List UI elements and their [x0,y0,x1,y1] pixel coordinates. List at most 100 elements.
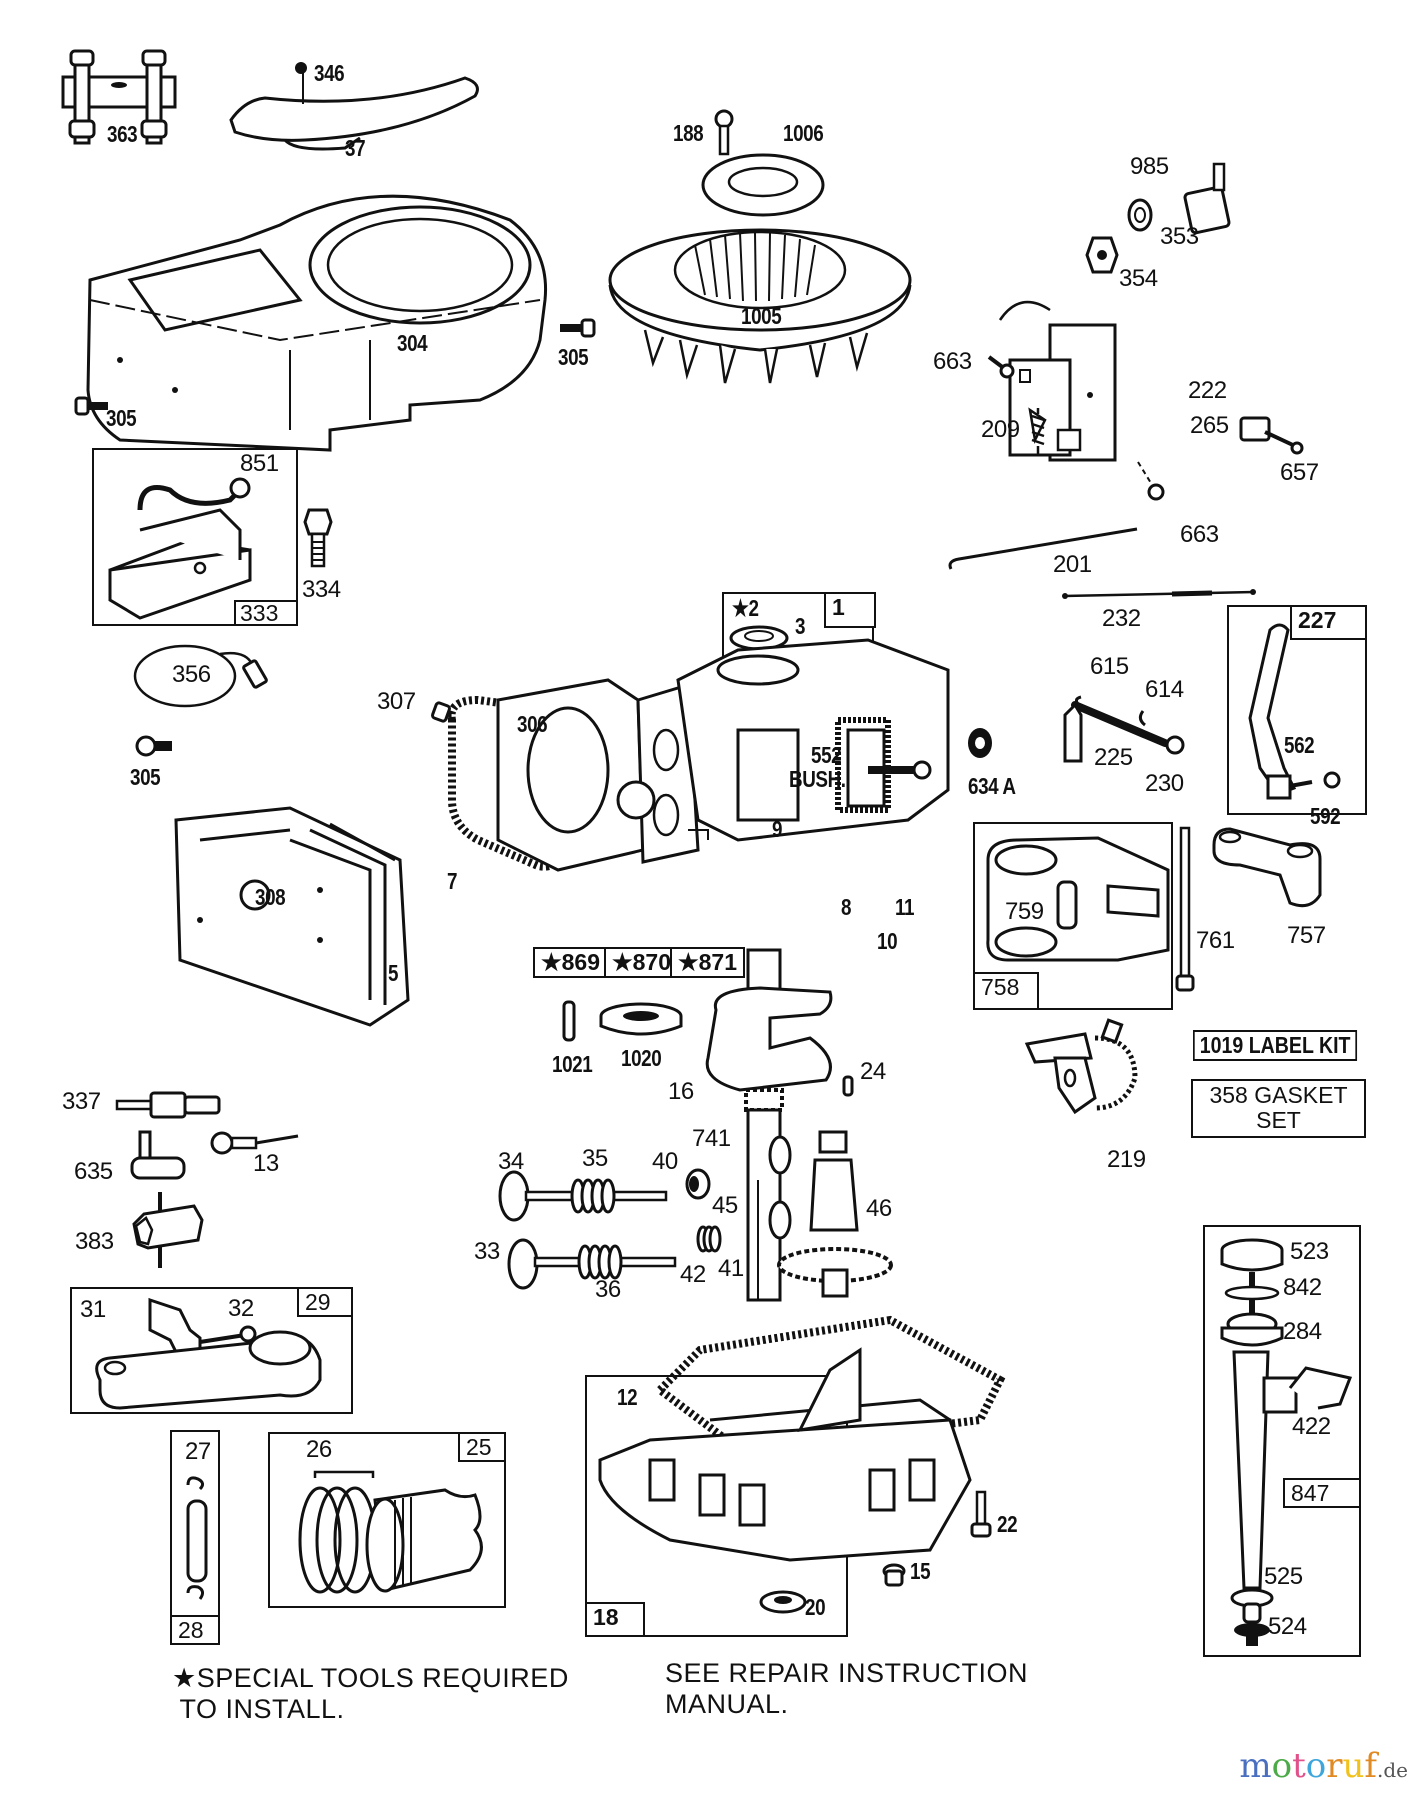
callout-209: 209 [981,416,1020,443]
callout-847-text: 847 [1291,1480,1330,1506]
callout-225: 225 [1094,744,1133,771]
callout-871-tag: ★871 [670,947,745,978]
callout-35: 35 [582,1145,608,1172]
callout-32: 32 [228,1295,254,1322]
callout-42: 42 [680,1261,706,1288]
bolt-188-drawing [714,109,734,156]
repair-manual-note: SEE REPAIR INSTRUCTION MANUAL. [665,1658,1029,1720]
callout-306: 306 [517,711,548,737]
screw-305-drawing [560,318,596,338]
callout-635: 635 [74,1158,113,1185]
callout-29-tag: 29 [297,1287,353,1317]
callout-308: 308 [255,884,286,910]
callout-29-text: 29 [305,1289,331,1315]
callout-759: 759 [1005,898,1044,925]
label-kit-1019-tag: 1019 LABEL KIT [1193,1030,1358,1061]
callout-741: 741 [692,1125,731,1152]
callout-333-text: 333 [240,600,279,626]
callout-45: 45 [712,1192,738,1219]
callout-27: 27 [185,1438,211,1465]
callout-1020: 1020 [621,1045,662,1071]
screw-305-drawing [74,396,108,416]
key-24-drawing [842,1075,854,1097]
callout-28-tag: 28 [170,1615,220,1645]
callout-25-text: 25 [466,1434,492,1460]
callout-16: 16 [668,1078,694,1105]
callout-869-tag: ★869 [533,947,608,978]
callout-614: 614 [1145,676,1184,703]
switch-985-drawing [1183,162,1231,235]
callout-18-text: 18 [593,1604,619,1630]
callout-46: 46 [866,1195,892,1222]
callout-13: 13 [253,1150,279,1177]
callout-1-text: 1 [832,594,845,620]
watermark-letter: o [1271,1746,1293,1786]
armature-851-drawing [108,477,252,620]
crankshaft-16-drawing [705,948,833,1302]
callout-634a: 634 A [968,773,1016,799]
screw-663-drawing [1137,461,1165,501]
callout-188: 188 [673,120,704,146]
valve-34-drawing [498,1170,668,1222]
flywheel-1005-drawing [608,228,912,384]
bolt-334-drawing [303,508,333,568]
callout-219: 219 [1107,1146,1146,1173]
callout-1006: 1006 [783,120,824,146]
callout-9: 9 [772,816,783,842]
callout-334: 334 [302,576,341,603]
watermark-letter: f [1364,1746,1377,1786]
screw-13-drawing [210,1131,299,1155]
armature-333-box [92,448,298,626]
watermark-letter: m [1239,1746,1272,1786]
callout-bush: BUSH. [789,766,846,792]
callout-383: 383 [75,1228,114,1255]
callout-3: 3 [795,613,806,639]
piston-rings-drawing [298,1470,483,1594]
watermark-letter: r [1326,1746,1343,1786]
callout-11: 11 [895,894,915,920]
plate-1006-drawing [701,153,825,217]
callout-305: 305 [130,764,161,790]
callout-25-tag: 25 [458,1432,506,1462]
callout-869-text: ★869 [541,949,600,975]
piston-25-box [268,1432,506,1608]
seal-20-drawing [759,1590,807,1614]
cylinder-head-308-drawing [174,806,410,1027]
callout-284: 284 [1283,1318,1322,1345]
bolt-22-drawing [970,1490,992,1538]
link-757-drawing [1212,827,1322,908]
key-1021-drawing [562,1000,576,1042]
tool-383-drawing [132,1192,204,1268]
callout-7: 7 [447,868,458,894]
callout-871-text: ★871 [678,949,737,975]
callout-20: 20 [805,1594,826,1620]
callout-552: 552 [811,742,842,768]
spring-41-drawing [696,1225,722,1253]
connecting-rod-29-box [70,1287,353,1414]
piston-pin-drawing [186,1476,208,1600]
callout-8: 8 [841,894,852,920]
callout-354: 354 [1119,265,1158,292]
callout-33: 33 [474,1238,500,1265]
spring-209-drawing [1031,408,1045,454]
watermark-letter: o [1305,1746,1327,1786]
callout-761: 761 [1196,927,1235,954]
clamp-265-drawing [1239,416,1304,455]
fitting-635-drawing [130,1130,186,1180]
link-201-drawing [948,527,1138,570]
callout-422: 422 [1292,1413,1331,1440]
spark-plug-337-drawing [115,1091,221,1119]
callout-227-text: 227 [1298,607,1337,633]
guard-37-drawing [229,62,479,151]
engine-block-drawing [447,638,950,872]
callout-201: 201 [1053,551,1092,578]
callout-31: 31 [80,1296,106,1323]
callout-523: 523 [1290,1238,1329,1265]
callout-307: 307 [377,688,416,715]
gasket-set-358-text: 358 GASKET SET [1209,1082,1348,1134]
callout-1-tag: 1 [824,592,876,628]
callout-525: 525 [1264,1563,1303,1590]
callout-5: 5 [388,960,399,986]
callout-36: 36 [595,1276,621,1303]
nut-354-drawing [1085,236,1119,274]
